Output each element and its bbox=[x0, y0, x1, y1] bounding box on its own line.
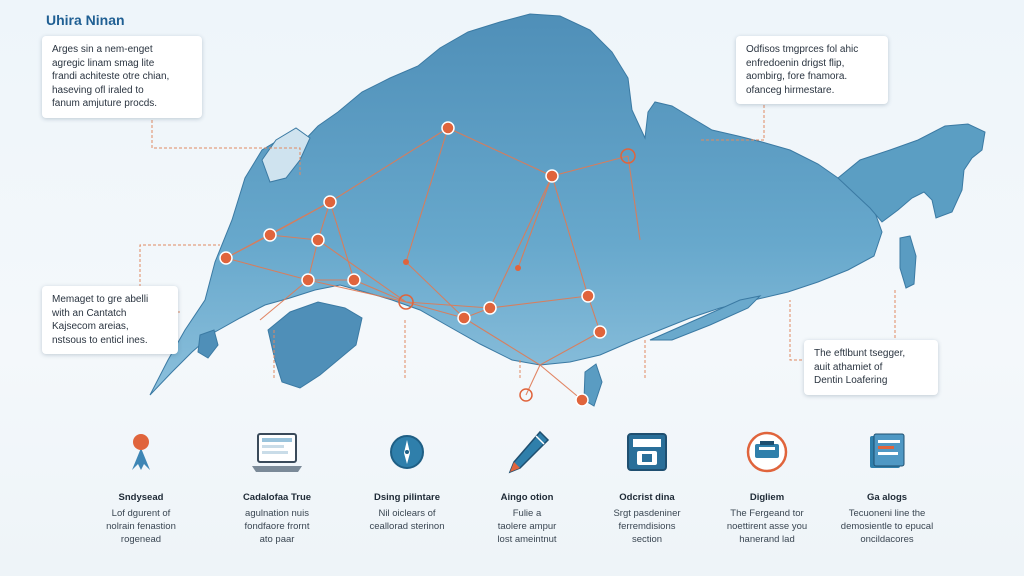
east-island bbox=[899, 235, 917, 289]
legend-item-device: Digliem The Fergeand tor noettirent asse… bbox=[702, 426, 832, 546]
callout-top-right: Odfisos tmgprces fol ahic enfredoenin dr… bbox=[736, 36, 888, 104]
callout-right: The eftlbunt tsegger, auit athamiet of D… bbox=[804, 340, 938, 395]
pen-icon bbox=[500, 426, 554, 480]
map-node bbox=[263, 228, 277, 242]
callout-top-left: Arges sin a nem-enget agregic linam smag… bbox=[42, 36, 202, 118]
route-nodes bbox=[219, 121, 636, 407]
map-node bbox=[593, 325, 607, 339]
callout-mid-left: Memaget to gre abelli with an Cantatch K… bbox=[42, 286, 178, 354]
legend-item-monitor: Odcrist dina Srgt pasdeniner ferremdisio… bbox=[582, 426, 712, 546]
map-node bbox=[403, 259, 409, 265]
map-node bbox=[545, 169, 559, 183]
network-map bbox=[139, 13, 986, 407]
map-node bbox=[457, 311, 471, 325]
map-node bbox=[301, 273, 315, 287]
monitor-icon bbox=[620, 426, 674, 480]
inner-bay bbox=[261, 127, 311, 183]
map-node bbox=[323, 195, 337, 209]
legend-item-location: Sndysead Lof dgurent of nolrain fenastio… bbox=[76, 426, 206, 546]
legend-item-books: Ga alogs Tecuoneni line the demosientle … bbox=[822, 426, 952, 546]
map-node bbox=[441, 121, 455, 135]
book-stack-icon bbox=[860, 426, 914, 480]
south-island-large bbox=[267, 301, 363, 389]
legend-item-compass: Dsing pilintare Nil oiclears of ceallora… bbox=[342, 426, 472, 533]
compass-icon bbox=[380, 426, 434, 480]
device-circle-icon bbox=[740, 426, 794, 480]
eastern-peninsula bbox=[837, 123, 986, 223]
page-title: Uhira Ninan bbox=[46, 12, 125, 28]
map-node bbox=[483, 301, 497, 315]
map-node bbox=[620, 148, 636, 164]
map-node bbox=[515, 265, 521, 271]
map-node bbox=[398, 294, 414, 310]
map-node bbox=[519, 388, 533, 402]
legend-item-pen: Aingo otion Fulie a taolere ampur lost a… bbox=[462, 426, 592, 546]
laptop-icon bbox=[250, 426, 304, 480]
south-island-small bbox=[197, 329, 219, 359]
map-node bbox=[347, 273, 361, 287]
map-node bbox=[311, 233, 325, 247]
map-node bbox=[581, 289, 595, 303]
legend-item-laptop: Cadalofaa True agulnation nuis fondfaore… bbox=[212, 426, 342, 546]
location-pin-icon bbox=[114, 426, 168, 480]
east-spit bbox=[649, 295, 762, 341]
map-node bbox=[575, 393, 589, 407]
map-node bbox=[219, 251, 233, 265]
